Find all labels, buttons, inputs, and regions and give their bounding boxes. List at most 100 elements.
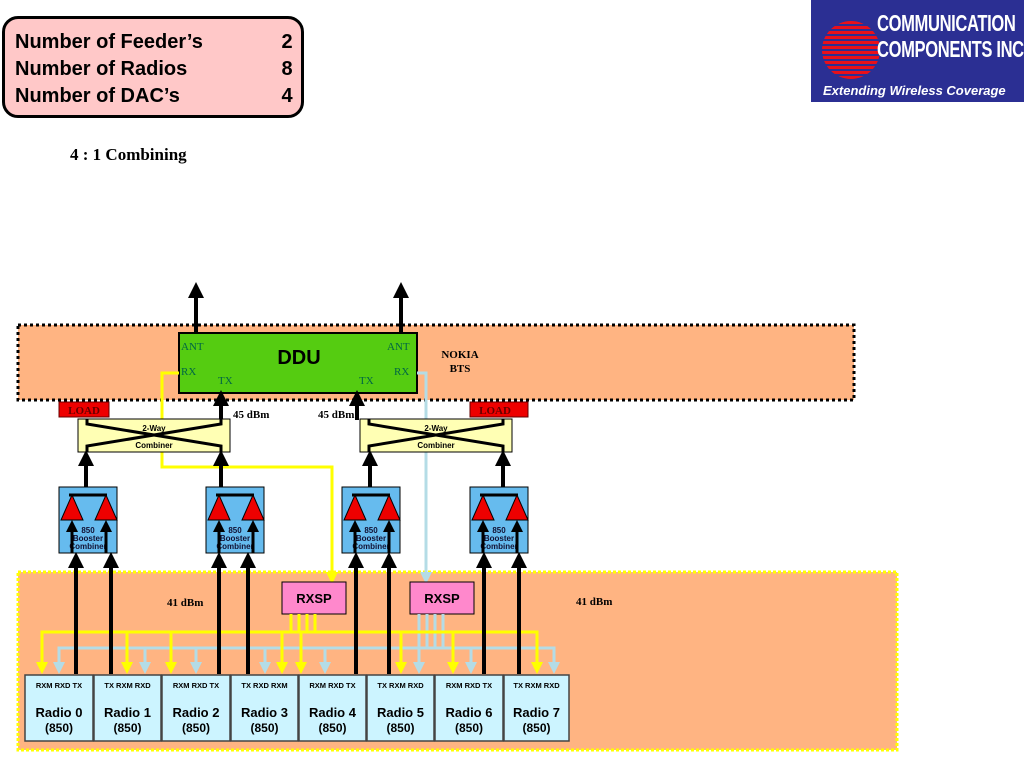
rxsp-left-label: RXSP <box>296 591 332 606</box>
radio-name: Radio 4 <box>309 705 357 720</box>
ddu-block <box>178 332 418 394</box>
ddu-rx-right: RX <box>394 366 409 378</box>
booster-label: Booster <box>73 534 103 543</box>
booster-label: 850 <box>228 526 242 535</box>
amplifier-icon <box>60 493 84 521</box>
radio-name: Radio 6 <box>446 705 493 720</box>
booster-label: 850 <box>364 526 378 535</box>
radio-0: RXM RXD TX Radio 0(850) <box>24 674 94 742</box>
radio-port-labels: RXM RXD TX <box>36 681 82 690</box>
booster-label: 850 <box>492 526 506 535</box>
company-logo: COMMUNICATION COMPONENTS INC Extending W… <box>811 0 1024 102</box>
radio-band: (850) <box>182 721 210 735</box>
summary-label: Number of Radios <box>15 58 188 80</box>
booster-label: Booster <box>484 534 514 543</box>
bts-label-line1: NOKIA <box>441 349 478 361</box>
radio-2: RXM RXD TX Radio 2(850) <box>161 674 231 742</box>
combiner-label-line1: 2-Way <box>424 424 448 433</box>
nokia-bts-region <box>16 323 856 402</box>
logo-line2: COMPONENTS INC <box>877 36 1024 62</box>
power-label-radio-right: 41 dBm <box>576 596 612 608</box>
booster-label: Booster <box>356 534 386 543</box>
rxsp-left <box>281 581 347 615</box>
amplifier-icon <box>343 493 367 521</box>
ddu-ant-right: ANT <box>387 341 410 353</box>
logo-title: COMMUNICATION COMPONENTS INC <box>877 10 1024 62</box>
booster-label: 850 <box>81 526 95 535</box>
rxsp-right <box>409 581 475 615</box>
radio-7: TX RXM RXD Radio 7(850) <box>503 674 570 742</box>
amplifier-icon <box>505 493 529 521</box>
summary-row-feeders: Number of Feeder’s 2 <box>15 29 301 56</box>
booster-label: Combiner <box>352 542 389 551</box>
combiner-label-line2: Combiner <box>135 441 172 450</box>
amplifier-icon <box>471 493 495 521</box>
combiner-label-line2: Combiner <box>417 441 454 450</box>
summary-value: 2 <box>281 31 293 53</box>
radio-4: RXM RXD TX Radio 4(850) <box>298 674 367 742</box>
radio-band: (850) <box>45 721 73 735</box>
amplifier-icon <box>94 493 118 521</box>
amplifier-icon <box>377 493 401 521</box>
radio-port-labels: RXM RXD TX <box>173 681 219 690</box>
summary-box: Number of Feeder’s 2 Number of Radios 8 … <box>2 16 304 118</box>
logo-globe-icon <box>822 21 880 79</box>
radio-port-labels: TX RXM RXD <box>104 681 151 690</box>
radio-port-labels: RXM RXD TX <box>446 681 492 690</box>
booster-label: Booster <box>220 534 250 543</box>
radio-name: Radio 0 <box>36 705 83 720</box>
radio-band: (850) <box>318 721 346 735</box>
two-way-combiner-left: 2-Way Combiner <box>77 418 231 453</box>
ddu-ant-left: ANT <box>181 341 204 353</box>
ddu-tx-right: TX <box>359 375 374 387</box>
radio-name: Radio 5 <box>377 705 424 720</box>
radio-shelf-region <box>16 570 899 752</box>
summary-value: 8 <box>281 58 293 80</box>
radio-band: (850) <box>386 721 414 735</box>
power-label-ddu-left: 45 dBm <box>233 409 269 421</box>
radio-name: Radio 2 <box>173 705 220 720</box>
load-right <box>469 401 529 418</box>
radio-port-labels: RXM RXD TX <box>309 681 355 690</box>
amplifier-icon <box>241 493 265 521</box>
load-left-label: LOAD <box>68 405 100 417</box>
booster-label: Combiner <box>216 542 253 551</box>
radio-band: (850) <box>522 721 550 735</box>
two-way-combiner-right: 2-Way Combiner <box>359 418 513 453</box>
load-right-label: LOAD <box>479 405 511 417</box>
summary-label: Number of Feeder’s <box>15 31 203 53</box>
logo-tagline: Extending Wireless Coverage <box>823 83 1006 98</box>
summary-value: 4 <box>281 85 293 107</box>
ddu-title: DDU <box>277 347 320 369</box>
bts-label-line2: BTS <box>450 363 471 375</box>
combiner-label-line1: 2-Way <box>142 424 166 433</box>
rxsp-left-outputs <box>289 614 317 632</box>
radio-name: Radio 1 <box>104 705 151 720</box>
power-label-ddu-right: 45 dBm <box>318 409 354 421</box>
summary-row-dacs: Number of DAC’s 4 <box>15 83 301 110</box>
rx-main-feed-line <box>160 371 334 585</box>
radio-port-labels: TX RXM RXD <box>377 681 424 690</box>
power-label-radio-left: 41 dBm <box>167 597 203 609</box>
rx-div-bus <box>57 646 556 668</box>
radio-name: Radio 3 <box>241 705 288 720</box>
rx-main-bus <box>40 630 539 668</box>
radio-name: Radio 7 <box>513 705 560 720</box>
radio-port-labels: TX RXM RXD <box>513 681 560 690</box>
summary-row-radios: Number of Radios 8 <box>15 56 301 83</box>
load-left <box>58 401 110 418</box>
radio-port-labels: TX RXD RXM <box>241 681 287 690</box>
rxsp-right-outputs <box>417 614 445 648</box>
rx-div-feed-line <box>417 371 428 580</box>
ddu-tx-left: TX <box>218 375 233 387</box>
amplifier-icon <box>207 493 231 521</box>
diagram-subtitle: 4 : 1 Combining <box>70 145 187 164</box>
radio-5: TX RXM RXD Radio 5(850) <box>366 674 435 742</box>
